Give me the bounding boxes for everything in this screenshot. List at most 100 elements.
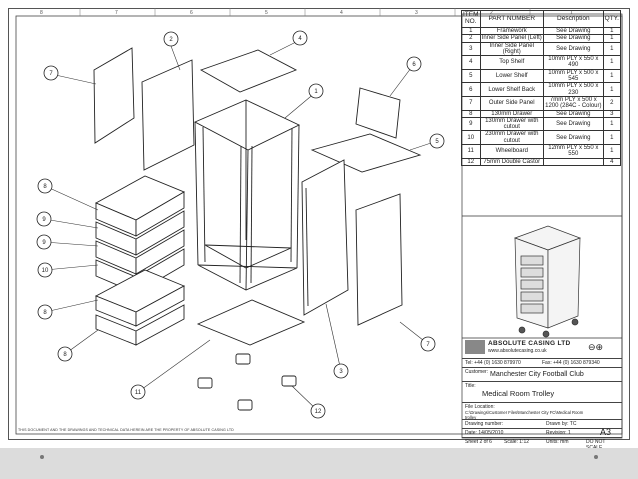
- callout-text: 5: [435, 139, 439, 145]
- bom-description: See Drawing: [542, 109, 604, 118]
- title-block-company: ABSOLUTE CASING LTD www.absolutecasing.c…: [462, 338, 622, 359]
- drawer-stack-upper: [94, 175, 186, 294]
- bom-description: See Drawing: [542, 116, 604, 132]
- callout-text: 8: [43, 184, 47, 190]
- castors: [197, 353, 297, 411]
- bom-part: 230mm Drawer with cutout: [479, 130, 544, 146]
- ruler-label: 5: [265, 10, 268, 16]
- outer-side-panel-right: [355, 193, 403, 326]
- bom-qty: 1: [602, 116, 622, 132]
- bom-description: 10mm PLY x 500 x 230: [542, 82, 604, 97]
- title-block-sheet: Sheet 2 of 6 Scale: 1:12 Units: mm DO NO…: [462, 438, 622, 451]
- slide-nav-dot-left: [40, 455, 44, 459]
- callout-4: [292, 30, 308, 46]
- ruler-label: 6: [190, 10, 193, 16]
- callout-text: 4: [298, 36, 302, 42]
- callout-8: [37, 178, 53, 194]
- callout-balloons: [36, 30, 445, 419]
- bom-description: 12mm PLY x 550 x 550: [542, 144, 604, 159]
- bom-header-description: Description: [542, 10, 604, 28]
- bom-header-item: ITEM NO.: [461, 10, 481, 28]
- callout-1: [308, 83, 324, 99]
- lower-shelf-back: [355, 87, 401, 139]
- bom-part: 130mm Drawer with cutout: [479, 116, 544, 132]
- ruler-label: 3: [415, 10, 418, 16]
- exploded-assembly-drawing: 8 7 6 5 4 3 2 1: [15, 8, 623, 439]
- bom-qty: 1: [602, 55, 622, 70]
- callout-text: 3: [339, 369, 343, 375]
- ruler-label: 8: [40, 10, 43, 16]
- property-notice: THIS DOCUMENT AND THE DRAWINGS AND TECHN…: [18, 428, 234, 432]
- bom-part: Top Shelf: [479, 55, 544, 70]
- bom-item-no: 7: [461, 95, 481, 111]
- bom-part: Framework: [479, 26, 544, 36]
- wheelboard: [196, 299, 306, 346]
- callout-3: [333, 363, 349, 379]
- bom-part: Wheelboard: [479, 144, 544, 159]
- title-block-customer: Customer: Manchester City Football Club: [462, 368, 622, 382]
- bom-item-no: 1: [461, 26, 481, 36]
- callout-text: 6: [412, 62, 416, 68]
- bom-item-no: 8: [461, 109, 481, 118]
- bom-qty: 1: [602, 34, 622, 43]
- callout-text: 8: [43, 310, 47, 316]
- inner-side-panel-left: [141, 59, 195, 171]
- slide-nav-dot-right: [594, 455, 598, 459]
- assembled-trolley-preview: [513, 225, 581, 338]
- callout-7: [43, 65, 59, 81]
- drawing-units: Units: mm: [546, 439, 569, 445]
- bom-qty: 2: [602, 95, 622, 111]
- callout-11: [130, 384, 146, 400]
- drawing-date: Date: 14/05/2010: [465, 430, 504, 436]
- top-shelf: [199, 49, 298, 93]
- bom-item-no: 6: [461, 82, 481, 97]
- title-block-title: Title: Medical Room Trolley: [462, 382, 622, 403]
- bom-part: Outer Side Panel: [479, 95, 544, 111]
- bom-qty: 1: [602, 82, 622, 97]
- bom-part: Inner Side Panel (Right): [479, 41, 544, 57]
- bom-description: 7mm PLY x 500 x 1200 (284C - Colour): [542, 95, 604, 111]
- callout-text: 9: [42, 217, 46, 223]
- bom-part: Inner Side Panel (Left): [479, 34, 544, 43]
- bom-description: 10mm PLY x 500 x 545: [542, 68, 604, 84]
- callout-text: 9: [42, 240, 46, 246]
- title-block-file-location: File Location: C:\Drawings\Customer File…: [462, 403, 622, 420]
- callout-12: [310, 403, 326, 419]
- callout-9: [36, 234, 52, 250]
- callout-text: 7: [49, 71, 53, 77]
- drawn-by: Drawn by: TC: [546, 421, 577, 427]
- drawing-number-label: Drawing number:: [465, 421, 504, 427]
- bom-item-no: 3: [461, 41, 481, 57]
- company-tel: Tel: +44 (0) 1630 879970: [465, 360, 521, 366]
- bom-part: Lower Shelf: [479, 68, 544, 84]
- bom-description: See Drawing: [542, 34, 604, 43]
- bom-part: Lower Shelf Back: [479, 82, 544, 97]
- ruler-label: 7: [115, 10, 118, 16]
- bom-description: [542, 157, 604, 166]
- callout-9: [36, 211, 52, 227]
- bom-qty: 1: [602, 26, 622, 36]
- callout-text: 2: [169, 37, 173, 43]
- title-block-contact: Tel: +44 (0) 1630 879970 Fax: +44 (0) 16…: [462, 359, 622, 368]
- title-block-drawing-number: Drawing number: Drawn by: TC: [462, 420, 622, 429]
- bom-qty: 1: [602, 130, 622, 146]
- inner-side-panel-right: [301, 159, 349, 316]
- callout-8: [57, 346, 73, 362]
- bom-qty: 1: [602, 144, 622, 159]
- bom-item-no: 5: [461, 68, 481, 84]
- sheet-number: Sheet 2 of 6: [465, 439, 492, 445]
- bom-qty: 4: [602, 157, 622, 166]
- projection-symbol-icon: ⊖⊕: [588, 342, 604, 352]
- bom-description: See Drawing: [542, 26, 604, 36]
- bom-description: See Drawing: [542, 41, 604, 57]
